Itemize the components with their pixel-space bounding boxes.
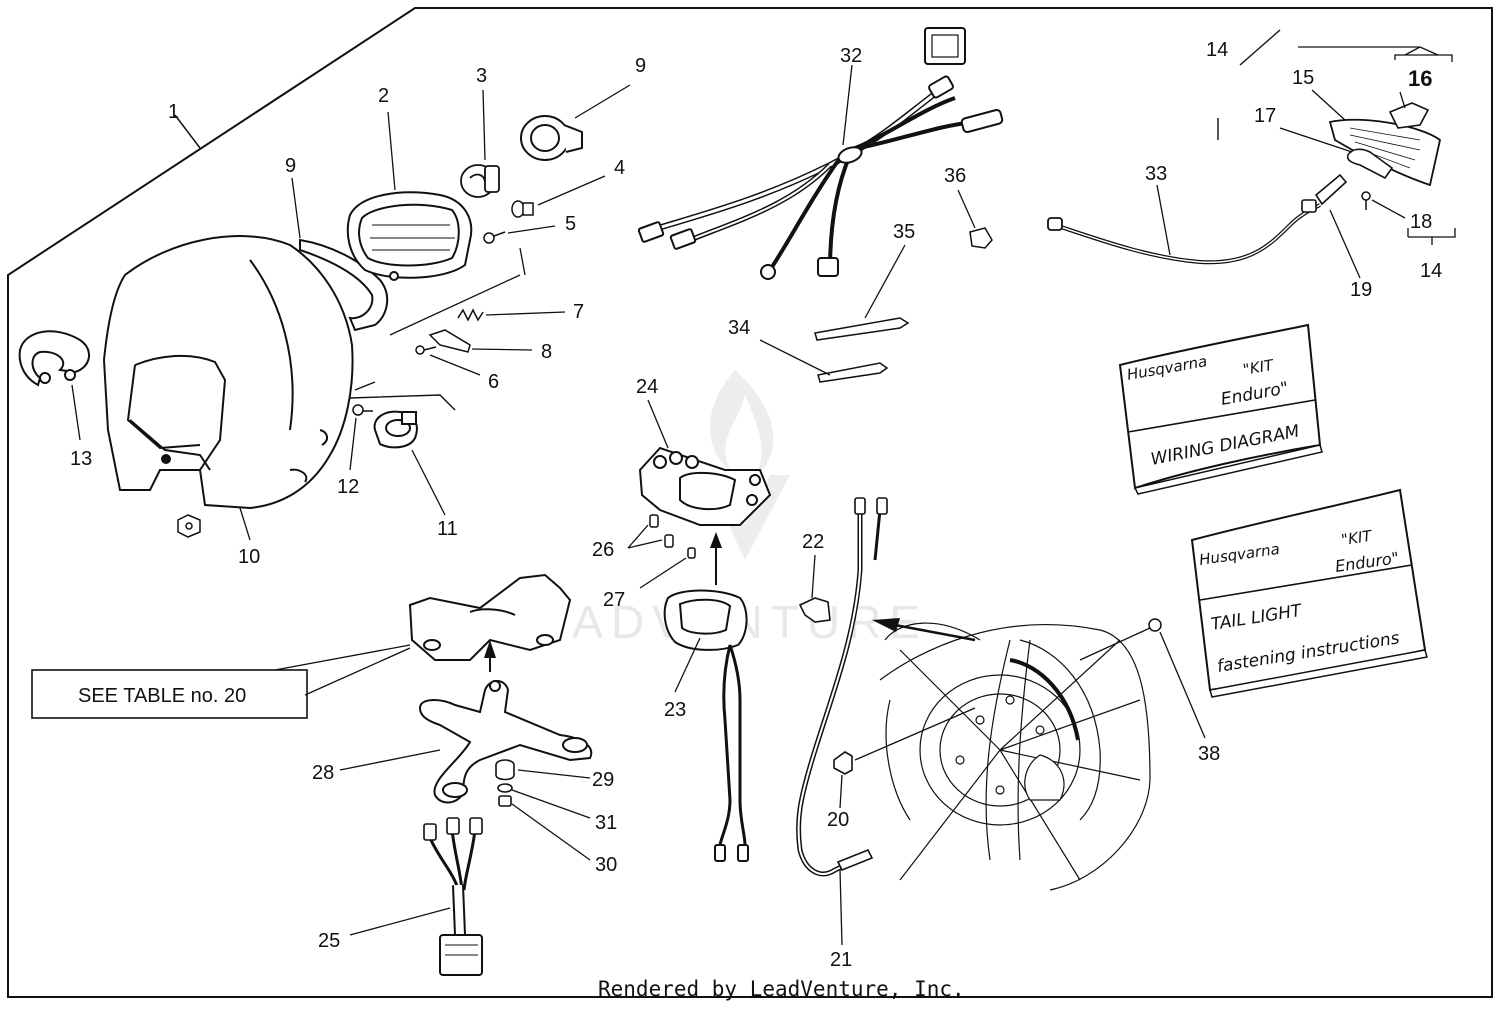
callout-35: 35 bbox=[893, 221, 915, 243]
callout-3: 3 bbox=[476, 65, 487, 87]
bracket-17 bbox=[1346, 148, 1394, 180]
nut-30 bbox=[498, 795, 512, 807]
speedo-cable-21 bbox=[796, 497, 888, 877]
callout-4: 4 bbox=[614, 157, 625, 179]
callout-33: 33 bbox=[1145, 163, 1167, 185]
callout-21: 21 bbox=[830, 949, 852, 971]
bulb-27 bbox=[687, 547, 696, 559]
callout-19: 19 bbox=[1350, 279, 1372, 301]
bulb-3 bbox=[460, 164, 500, 198]
callout-24: 24 bbox=[636, 376, 658, 398]
callout-11: 11 bbox=[437, 518, 458, 540]
mask-clamp-13 bbox=[18, 330, 90, 387]
callout-20: 20 bbox=[827, 809, 849, 831]
headlight-unit-2 bbox=[346, 191, 473, 281]
manual-taillight-instructions: Husqvarna "KIT Enduro" TAIL LIGHT fasten… bbox=[1190, 488, 1428, 698]
callout-labels: 1 2 3 4 5 6 7 8 9 9 10 11 12 13 14 14 15… bbox=[70, 39, 1442, 971]
callout-14-bottom: 14 bbox=[1420, 260, 1442, 282]
callout-18: 18 bbox=[1410, 211, 1432, 233]
handlebar-clamp bbox=[408, 573, 572, 661]
cable-clip-22 bbox=[798, 597, 831, 623]
callout-22: 22 bbox=[802, 531, 824, 553]
callout-31: 31 bbox=[595, 812, 617, 834]
callout-26: 26 bbox=[592, 539, 614, 561]
arrow-up-icon bbox=[484, 640, 496, 672]
mask-nut bbox=[177, 514, 201, 538]
callout-29: 29 bbox=[592, 769, 614, 791]
screw-5 bbox=[483, 231, 506, 244]
callout-32: 32 bbox=[840, 45, 862, 67]
screw-12 bbox=[352, 404, 373, 416]
clip-36 bbox=[969, 227, 993, 249]
callout-10: 10 bbox=[238, 546, 260, 568]
arrow-up-icon bbox=[710, 532, 722, 585]
callout-23: 23 bbox=[664, 699, 686, 721]
callout-7: 7 bbox=[573, 301, 584, 323]
see-table-box: SEE TABLE no. 20 bbox=[31, 669, 308, 719]
speedometer-23 bbox=[663, 589, 749, 862]
callout-12: 12 bbox=[337, 476, 359, 498]
callout-28: 28 bbox=[312, 762, 334, 784]
spring-7 bbox=[457, 308, 484, 322]
connector-19 bbox=[1301, 173, 1348, 213]
screw-6 bbox=[415, 345, 437, 355]
cable-tie-34 bbox=[817, 362, 889, 383]
clip-38 bbox=[1148, 618, 1162, 632]
cable-tie-35 bbox=[814, 317, 910, 341]
headlight-mask bbox=[102, 235, 354, 510]
wiring-harness-32 bbox=[637, 27, 1004, 280]
fork-clamp-11 bbox=[373, 410, 418, 449]
callout-5: 5 bbox=[565, 213, 576, 235]
bulb-26 bbox=[649, 514, 674, 548]
screw-18 bbox=[1361, 191, 1371, 210]
washer-31 bbox=[497, 783, 513, 793]
callout-14-top: 14 bbox=[1206, 39, 1228, 61]
grommet-20 bbox=[833, 751, 853, 775]
manual-taillight-kit: "KIT bbox=[1340, 527, 1374, 549]
callout-6: 6 bbox=[488, 371, 499, 393]
footer-text: Rendered by LeadVenture, Inc. bbox=[598, 977, 965, 1001]
callout-8: 8 bbox=[541, 341, 552, 363]
callout-16: 16 bbox=[1408, 66, 1432, 91]
taillight-cable-33 bbox=[1047, 203, 1321, 265]
manual-wiring-kit: "KIT bbox=[1242, 356, 1277, 379]
callout-9-socket: 9 bbox=[635, 55, 646, 77]
lamp-socket-9 bbox=[520, 115, 583, 161]
callout-2: 2 bbox=[378, 85, 389, 107]
adjuster-bracket-8 bbox=[428, 329, 471, 353]
callout-38: 38 bbox=[1198, 743, 1220, 765]
callout-25: 25 bbox=[318, 930, 340, 952]
callout-13: 13 bbox=[70, 448, 92, 470]
callout-34: 34 bbox=[728, 317, 750, 339]
callout-1: 1 bbox=[168, 101, 179, 123]
callout-17: 17 bbox=[1254, 105, 1276, 127]
mounting-plate-28 bbox=[418, 680, 593, 804]
see-table-label: SEE TABLE no. 20 bbox=[78, 685, 246, 707]
callout-9-gasket: 9 bbox=[285, 155, 296, 177]
callout-36: 36 bbox=[944, 165, 966, 187]
spacer-29 bbox=[495, 759, 515, 781]
front-wheel-sketch bbox=[879, 622, 1151, 891]
instrument-mount-24 bbox=[638, 446, 772, 526]
taillight-cap-16 bbox=[1388, 102, 1430, 129]
pilot-bulb-4 bbox=[511, 200, 534, 218]
diagram-border bbox=[7, 7, 1493, 998]
switch-harness-25 bbox=[423, 817, 483, 976]
manual-wiring-diagram: Husqvarna "KIT Enduro" WIRING DIAGRAM bbox=[1118, 323, 1323, 495]
callout-27: 27 bbox=[603, 589, 625, 611]
callout-15: 15 bbox=[1292, 67, 1314, 89]
callout-30: 30 bbox=[595, 854, 617, 876]
